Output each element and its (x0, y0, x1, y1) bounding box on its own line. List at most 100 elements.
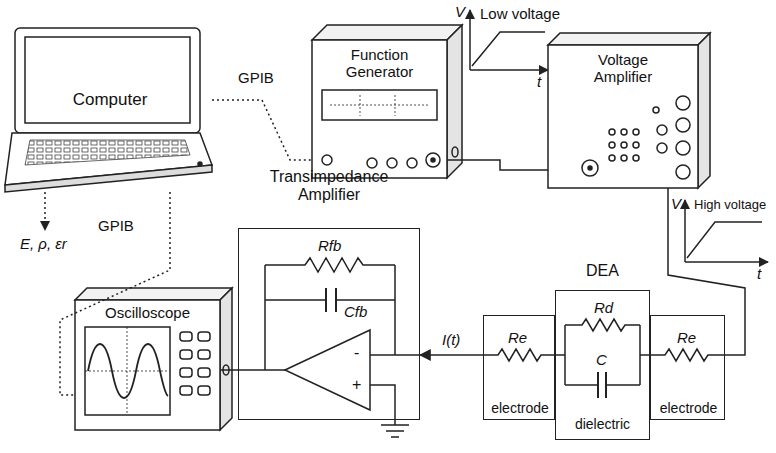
voltage-amplifier-drawing-part (609, 155, 615, 161)
oscilloscope-drawing-part (180, 368, 192, 377)
oscilloscope-drawing-part (198, 386, 210, 395)
voltage-amplifier-drawing-part (609, 142, 615, 148)
low-voltage-graph-part (470, 69, 548, 71)
function-generator-drawing-part (330, 95, 430, 116)
label: V (455, 4, 465, 21)
laptop-drawing-part (198, 162, 202, 166)
high-voltage-graph-part (687, 222, 762, 258)
eprop-leader (44, 192, 46, 230)
label: Re (508, 330, 527, 347)
voltage-amplifier-drawing-part (582, 160, 598, 176)
voltage-amplifier-drawing-part (548, 45, 698, 188)
transimpedance-circuit-part (326, 288, 336, 312)
voltage-amplifier-drawing-part (676, 96, 690, 110)
node-title: Computer (25, 90, 195, 110)
oscilloscope-drawing-part (220, 288, 232, 430)
label: t (757, 266, 761, 283)
oscilloscope-drawing-part (180, 386, 192, 395)
voltage-amplifier-drawing-part (621, 155, 627, 161)
edge-label: GPIB (236, 70, 276, 87)
box-outline (238, 228, 420, 420)
dea-circuit-part (483, 349, 565, 361)
label: Cfb (344, 304, 367, 321)
voltage-amplifier-drawing (548, 33, 710, 188)
transimpedance-circuit (238, 258, 420, 437)
eprop-leader-part (44, 192, 46, 230)
label: Rd (594, 300, 613, 317)
computer: Computer (3, 28, 212, 192)
transimpedance-amplifier: Transimpedance Amplifier (238, 168, 420, 420)
voltage-amplifier-drawing-part (657, 143, 667, 153)
laptop-drawing-part (25, 140, 190, 165)
function-generator-drawing-part (431, 158, 435, 162)
transimpedance-circuit-part (265, 258, 395, 272)
oscilloscope-drawing-part (85, 327, 170, 415)
node-title: Function Generator (322, 46, 437, 81)
low-voltage-graph-part (472, 32, 545, 66)
function-generator-drawing (312, 25, 462, 178)
oscilloscope-drawing-part (88, 344, 168, 398)
dea-circuit (483, 319, 725, 398)
label: t (537, 74, 541, 91)
label: C (596, 352, 607, 369)
laptop-drawing-part (15, 28, 200, 133)
laptop-drawing-part (5, 165, 212, 192)
transimpedance-circuit-part (370, 354, 420, 356)
dea-circuit-part (640, 349, 725, 361)
laptop-drawing-part (25, 37, 190, 123)
voltage-amplifier-drawing-part (621, 142, 627, 148)
function-generator-drawing-part (322, 90, 437, 120)
voltage-amplifier-drawing-part (657, 125, 667, 135)
node-title: Voltage Amplifier (573, 51, 673, 86)
laptop-drawing (5, 28, 212, 192)
function-generator-drawing-part (452, 147, 458, 157)
voltage-amplifier-drawing-part (676, 141, 690, 155)
node-title: Oscilloscope (80, 304, 215, 321)
label: Low voltage (480, 6, 560, 23)
oscilloscope-drawing-part (198, 332, 210, 341)
node-title: DEA (555, 262, 650, 280)
node-title: Transimpedance Amplifier (238, 168, 420, 205)
dea-circuit-part (565, 384, 640, 386)
label: - (354, 344, 359, 362)
function-generator-drawing-part (312, 40, 447, 178)
node-title: electrode (484, 400, 556, 416)
label: + (352, 376, 361, 394)
voltage-amplifier-drawing-part (633, 129, 639, 135)
function-generator: Function Generator (312, 40, 447, 178)
label: Re (677, 330, 696, 347)
oscilloscope-drawing-part (75, 288, 232, 300)
function-generator-drawing-part (426, 153, 440, 167)
oscilloscope-drawing-part (198, 350, 210, 359)
signal-wire (668, 188, 745, 355)
label: V (671, 196, 681, 213)
function-generator-drawing-part (322, 155, 332, 165)
high-voltage-graph-part (684, 200, 686, 262)
high-voltage-graph-part (685, 261, 768, 263)
voltage-amplifier-drawing-part (653, 107, 659, 113)
function-generator-drawing-part (312, 25, 462, 40)
edge-label: GPIB (96, 218, 136, 235)
voltage-amplifier: Voltage Amplifier (548, 45, 698, 188)
voltage-amplifier-drawing-part (633, 142, 639, 148)
gpib-cable (60, 192, 170, 395)
low-voltage-graph-part (469, 10, 471, 70)
dielectric-box: DEAdielectric (555, 262, 650, 440)
transimpedance-circuit-part (370, 385, 395, 425)
voltage-amplifier-drawing-part (548, 33, 710, 45)
oscilloscope-drawing-part (85, 327, 170, 415)
signal-wire (447, 160, 548, 170)
oscilloscope-drawing-part (180, 332, 192, 341)
transimpedance-circuit-part (285, 330, 370, 410)
label: E, ρ, εr (20, 236, 67, 253)
node-title: electrode (651, 400, 726, 416)
oscilloscope-drawing (75, 288, 232, 430)
dea-circuit-part (565, 319, 640, 331)
voltage-amplifier-drawing-part (633, 155, 639, 161)
voltage-amplifier-drawing-part (588, 166, 592, 170)
gpib-cable (212, 100, 312, 160)
transimpedance-circuit-part (381, 425, 409, 437)
function-generator-drawing-part (447, 25, 462, 178)
oscilloscope-drawing-part (198, 368, 210, 377)
